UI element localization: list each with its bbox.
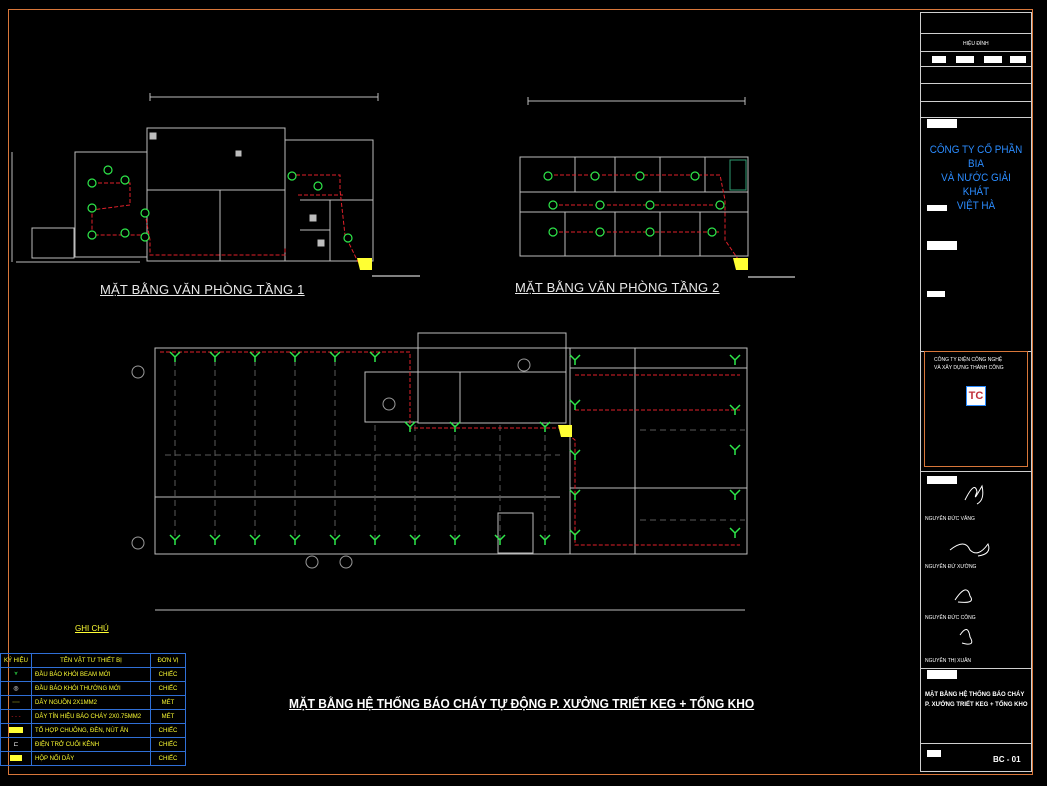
floor2-plan [519,97,749,257]
floor2-plan-title: MẶT BẰNG VĂN PHÒNG TẦNG 2 [515,280,720,295]
legend-row-name: ĐẦU BÁO KHÓI BEAM MỚI [31,667,152,682]
client-company-line: CÔNG TY CỔ PHẦN BIA [929,144,1023,170]
drawing-title-line: P. XƯỞNG TRIẾT KEG + TỔNG KHO [925,702,1028,708]
person-name: NGUYỄN ĐỨC CÔNG [925,615,976,621]
revision-label: HIỆU ĐÍNH [963,41,989,47]
legend-row: ┈┈ DÂY NGUỒN 2X1MM2 MÉT [0,695,187,710]
main-junction-box [558,425,572,437]
designer-company-line: VÀ XÂY DỰNG THÀNH CÔNG [934,365,1004,371]
main-fire-lines [160,351,740,546]
floor2-detectors [543,171,725,237]
main-ceiling-fans [131,358,531,569]
legend-row-unit: MÉT [150,695,187,710]
legend-header-unit: ĐƠN VỊ [150,653,187,668]
client-company-line: VÀ NƯỚC GIẢI KHÁT [941,172,1011,198]
bell-combo-icon [0,723,33,738]
legend-row-unit: MÉT [150,709,187,724]
floor1-plan [11,93,379,263]
legend-row: TỔ HỢP CHUÔNG, ĐÈN, NÚT ẤN CHIẾC [0,723,187,738]
floor2-fire-lines [548,174,741,263]
legend-row-unit: CHIẾC [150,667,187,682]
end-resistor-icon: ⊏ [0,737,33,752]
legend-row-name: TỔ HỢP CHUÔNG, ĐÈN, NÚT ẤN [31,723,152,738]
legend-row-name: DÂY TÍN HIỆU BÁO CHÁY 2X0.75MM2 [31,709,152,724]
legend-row: ⩔ ĐẦU BÁO KHÓI BEAM MỚI CHIẾC [0,667,187,682]
beam-detector-icon: ⩔ [0,667,33,682]
smoke-detector-icon: ◎ [0,681,33,696]
legend-row-name: ĐẦU BÁO KHÓI THƯỜNG MỚI [31,681,152,696]
signal-wire-icon: - - - [0,709,33,724]
legend-row-unit: CHIẾC [150,751,187,766]
floor2-junction-box [733,258,748,270]
legend-row: - - - DÂY TÍN HIỆU BÁO CHÁY 2X0.75MM2 MÉ… [0,709,187,724]
legend-row-unit: CHIẾC [150,723,187,738]
power-wire-icon: ┈┈ [0,695,33,710]
drawing-frame [8,9,1033,775]
sheet-number: BC - 01 [993,755,1021,764]
floor1-plan-title: MẶT BẰNG VĂN PHÒNG TẦNG 1 [100,282,305,297]
main-plan [154,332,748,611]
legend-table: KÝ HIỆU TÊN VẬT TƯ THIẾT BỊ ĐƠN VỊ ⩔ ĐẦU… [0,653,187,766]
junction-box-icon [0,751,33,766]
legend-row-name: DÂY NGUỒN 2X1MM2 [31,695,152,710]
designer-company-line: CÔNG TY ĐIỆN CÔNG NGHỆ [934,357,1003,363]
signatures [949,484,990,645]
client-company: CÔNG TY CỔ PHẦN BIA VÀ NƯỚC GIẢI KHÁT VI… [927,143,1024,213]
title-block-boxes [927,56,1026,757]
notes-label: GHI CHÚ [75,624,109,633]
person-name: NGUYỄN ĐỨC VĂNG [925,516,975,522]
company-logo: TC [966,386,986,406]
legend-header: KÝ HIỆU TÊN VẬT TƯ THIẾT BỊ ĐƠN VỊ [0,653,187,668]
main-grid [165,360,745,545]
designer-box [924,351,1028,467]
main-plan-title: MẶT BẰNG HỆ THỐNG BÁO CHÁY TỰ ĐỘNG P. XƯ… [289,696,755,711]
legend-row: ⊏ ĐIỆN TRỞ CUỐI KÊNH CHIẾC [0,737,187,752]
drawing-title-line: MẶT BẰNG HỆ THỐNG BÁO CHÁY [925,692,1025,698]
person-name: NGUYỄN THỊ XUÂN [925,658,972,664]
floor1-junction-box [357,258,372,270]
legend-row-name: HỘP NỐI DÂY [31,751,152,766]
legend-row-unit: CHIẾC [150,737,187,752]
legend-header-name: TÊN VẬT TƯ THIẾT BỊ [31,653,152,668]
floor1-detectors [87,165,353,243]
legend-row: ◎ ĐẦU BÁO KHÓI THƯỜNG MỚI CHIẾC [0,681,187,696]
client-company-line: VIỆT HÀ [956,200,996,212]
legend-row-name: ĐIỆN TRỞ CUỐI KÊNH [31,737,152,752]
legend-row: HỘP NỐI DÂY CHIẾC [0,751,187,766]
legend-row-unit: CHIẾC [150,681,187,696]
legend-header-symbol: KÝ HIỆU [0,653,33,668]
person-name: NGUYỄN ĐỨ XƯỜNG [925,564,977,570]
main-beam-detectors [169,351,741,545]
